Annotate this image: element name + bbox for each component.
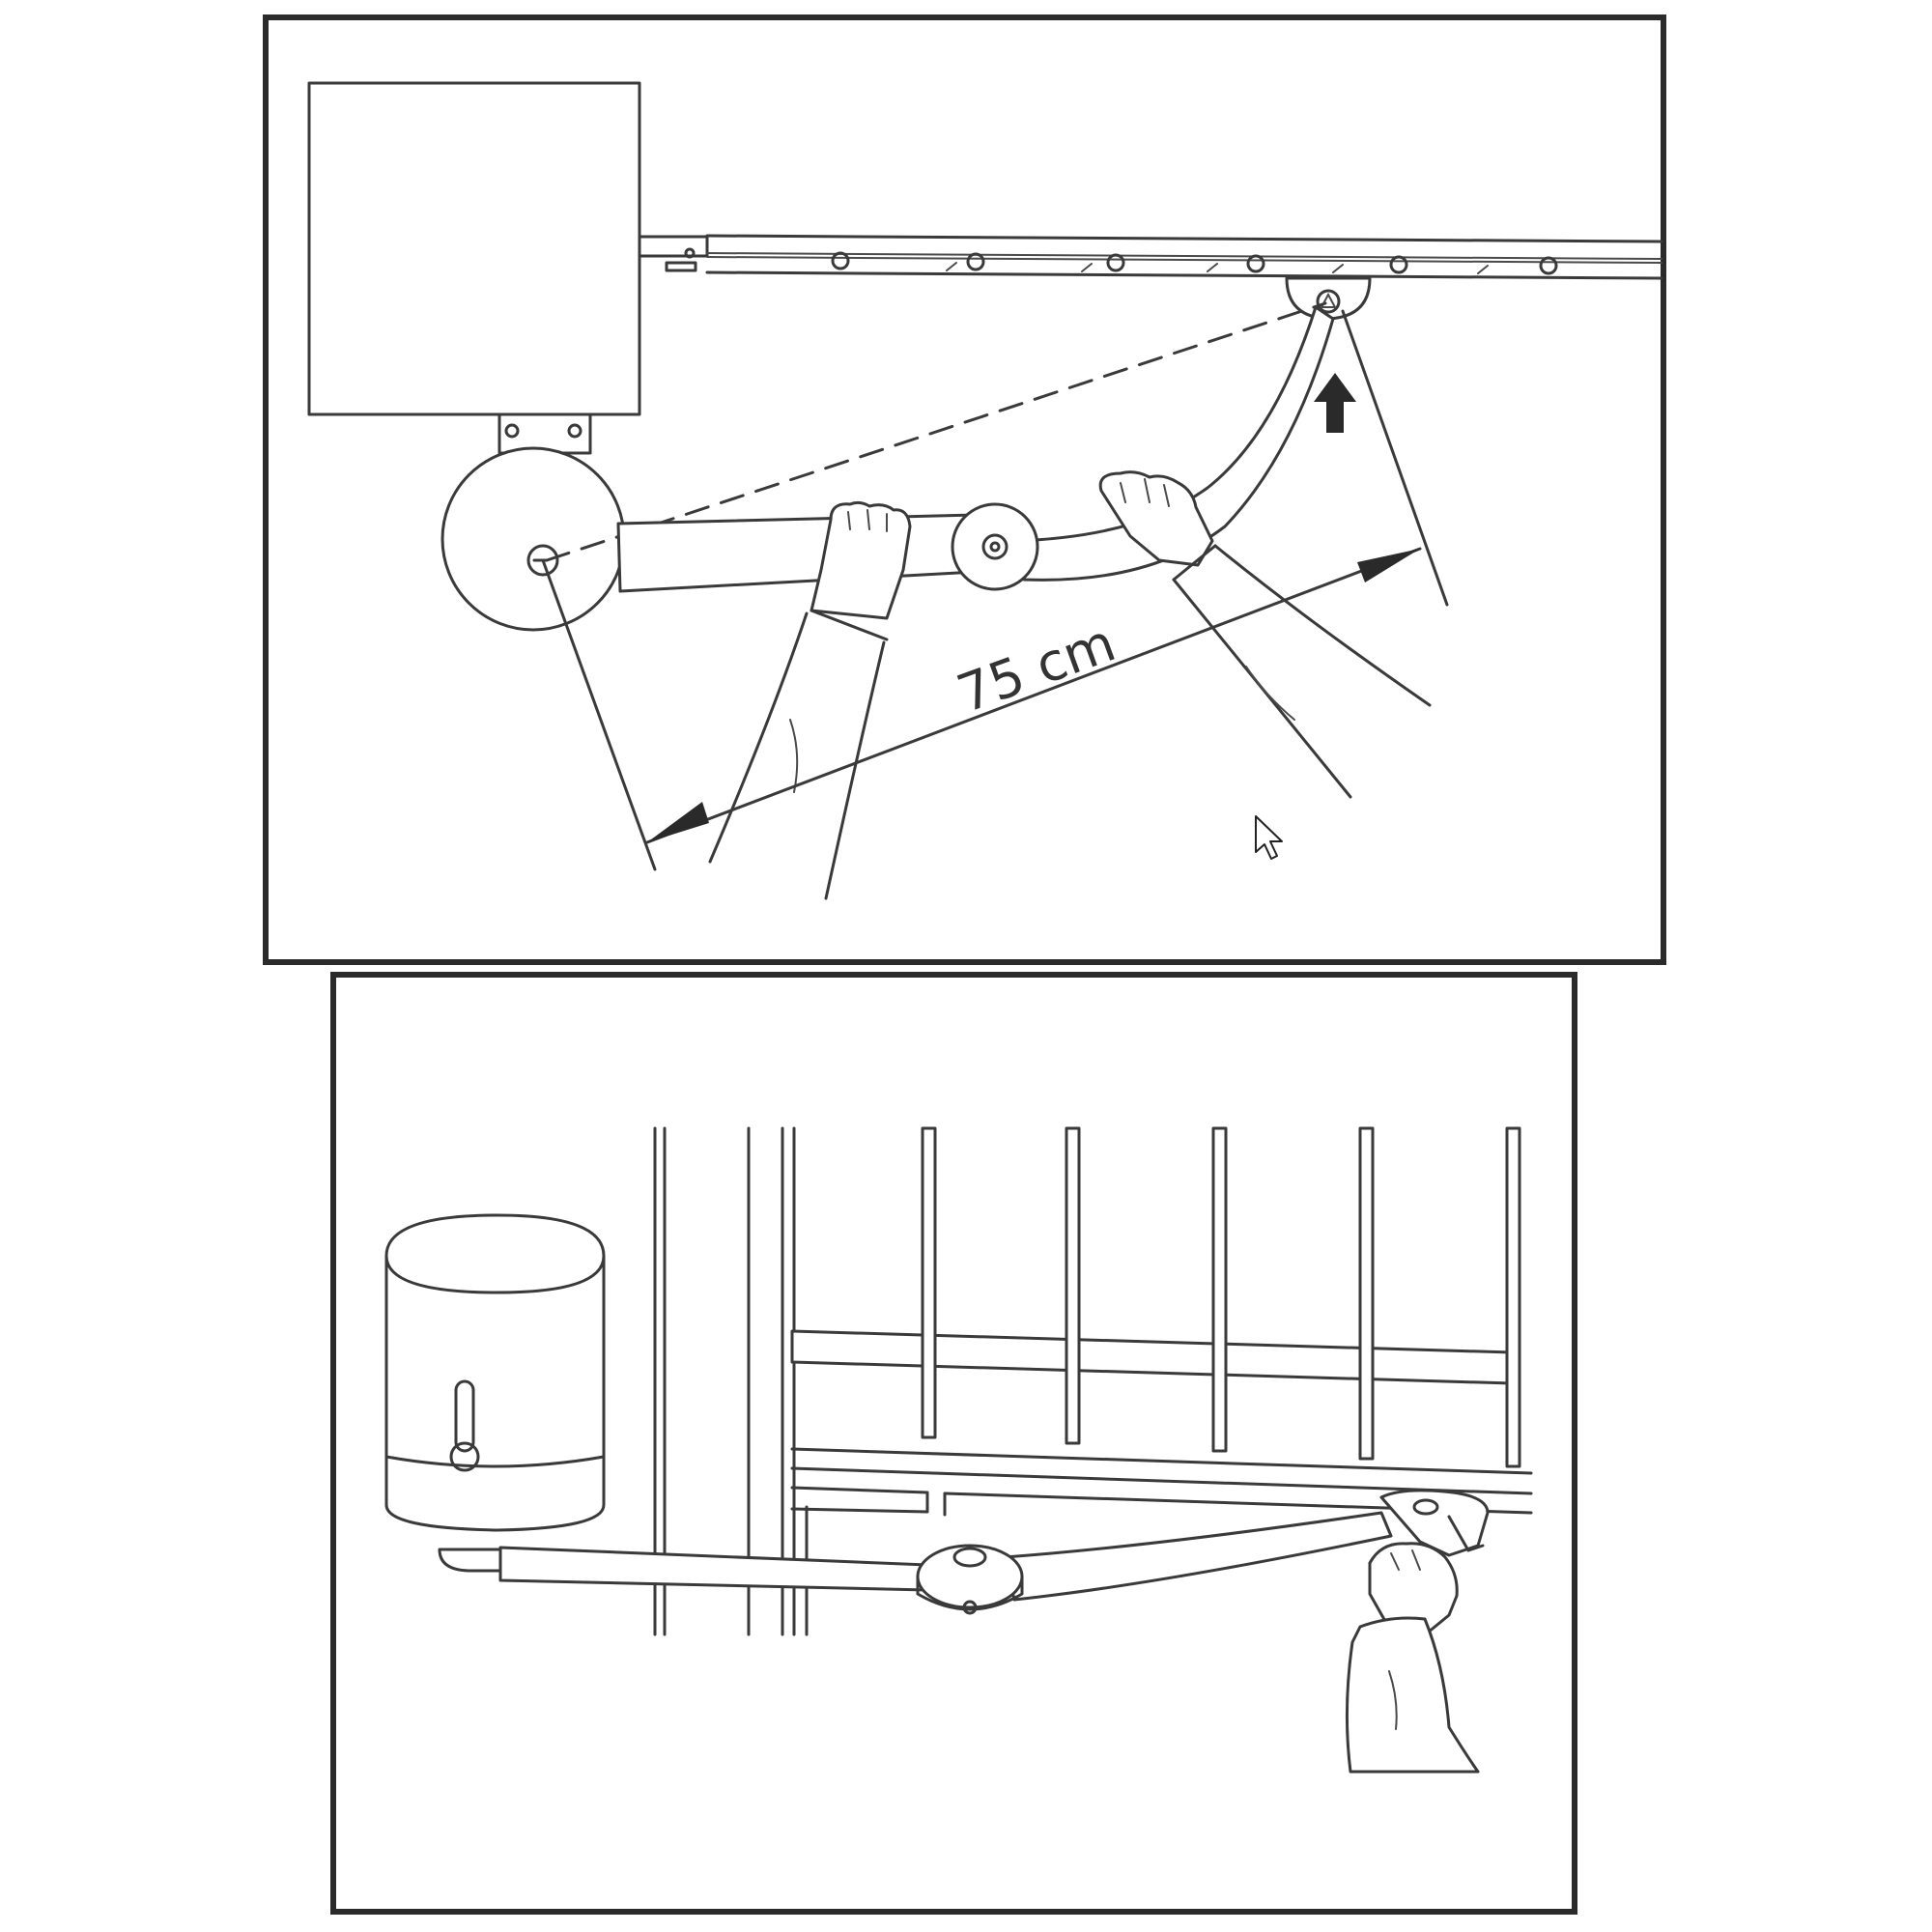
motor-disc xyxy=(440,446,626,632)
gate-rail xyxy=(638,234,1663,280)
top-panel-frame xyxy=(263,14,1666,965)
hand-holding-arm xyxy=(1345,1542,1480,1774)
motor-bracket xyxy=(497,412,592,455)
dimension-label: 75 cm xyxy=(950,611,1123,724)
bottom-articulated-arm xyxy=(498,1489,1490,1615)
control-box xyxy=(307,81,641,416)
gate-bracket xyxy=(1285,276,1372,321)
hands-pushing-arm xyxy=(708,470,1432,900)
bottom-panel-frame xyxy=(330,972,1577,1915)
alignment-dashed-line xyxy=(545,301,1327,562)
bottom-panel xyxy=(330,972,1577,1915)
mouse-pointer-icon xyxy=(1255,815,1283,860)
up-arrow-icon xyxy=(1314,373,1356,433)
gate-structure xyxy=(653,1126,1533,1636)
cylinder-motor xyxy=(384,1213,606,1573)
top-panel: 75 cm xyxy=(263,14,1666,965)
articulated-arm xyxy=(616,305,1335,593)
